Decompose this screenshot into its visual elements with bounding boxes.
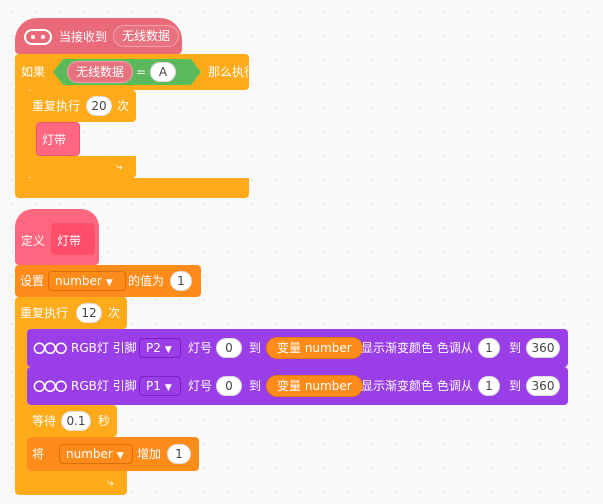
repeat2-arm: [15, 327, 29, 473]
event-block-when-receive[interactable]: 当接收到 无线数据: [15, 18, 182, 54]
if-block[interactable]: 如果 无线数据 = A 那么执行: [15, 54, 256, 90]
to2-label: 到: [509, 341, 522, 355]
call-label: 灯带: [42, 133, 67, 147]
change-value-input[interactable]: 1: [167, 444, 191, 464]
condition-left-value[interactable]: 无线数据: [67, 61, 134, 83]
set-value-input[interactable]: 1: [170, 271, 192, 291]
change-variable-name: number: [66, 447, 113, 461]
repeat-block-20[interactable]: 重复执行 20 次: [28, 90, 136, 122]
if-footer: [15, 178, 249, 198]
repeat-label: 重复执行: [32, 99, 81, 113]
set-label: 设置: [20, 274, 45, 288]
hue-from-input[interactable]: 1: [478, 338, 500, 358]
wait-seconds-input[interactable]: 0.1: [61, 411, 91, 431]
rgb-gradient-block-1[interactable]: ⭘⭘⭘ RGB灯 引脚 P2▼ 灯号 0 到 变量 number 显示渐变颜色 …: [27, 329, 568, 367]
led-strip-icon: ⭘⭘⭘: [33, 377, 67, 396]
repeat-count-input[interactable]: 20: [86, 96, 112, 116]
change-label: 将: [32, 447, 45, 461]
loop-arrow-icon: ⤷: [107, 475, 114, 489]
condition-right-value[interactable]: A: [150, 62, 176, 82]
message-dropdown[interactable]: 无线数据: [113, 25, 180, 47]
hue-from-input[interactable]: 1: [478, 376, 500, 396]
equals-operator: =: [136, 65, 147, 79]
effect-label: 显示渐变颜色 色调从: [361, 379, 473, 393]
set-variable-block[interactable]: 设置 number▼ 的值为 1: [15, 265, 201, 297]
then-label: 那么执行: [208, 65, 257, 79]
wait-label: 等待: [32, 414, 57, 428]
dropdown-arrow-icon: ▼: [105, 278, 113, 288]
led-strip-icon: ⭘⭘⭘: [33, 339, 67, 358]
lamp-input[interactable]: 0: [216, 376, 242, 396]
repeat-suffix: 次: [117, 99, 130, 113]
pin-dropdown[interactable]: P1▼: [139, 376, 181, 396]
repeat2-footer: ⤷: [15, 471, 127, 495]
if-label: 如果: [21, 65, 46, 79]
to-label: 到: [249, 341, 262, 355]
lamp-label: 灯号: [188, 341, 213, 355]
set-variable-dropdown[interactable]: number▼: [48, 271, 126, 291]
set-variable-name: number: [55, 274, 102, 288]
repeat-block-12[interactable]: 重复执行 12 次: [15, 297, 127, 329]
lamp-label: 灯号: [188, 379, 213, 393]
event-label: 当接收到: [59, 30, 108, 44]
if-block-arm: [15, 88, 29, 180]
define-label: 定义: [21, 234, 46, 248]
rgb-gradient-block-2[interactable]: ⭘⭘⭘ RGB灯 引脚 P1▼ 灯号 0 到 变量 number 显示渐变颜色 …: [27, 367, 568, 405]
repeat-footer: ⤷: [28, 156, 136, 178]
change-variable-block[interactable]: 将 number▼ 增加 1: [27, 437, 199, 471]
lamp-input[interactable]: 0: [216, 338, 242, 358]
wait-unit: 秒: [98, 414, 111, 428]
wait-block[interactable]: 等待 0.1 秒: [27, 405, 117, 437]
variable-reporter[interactable]: 变量 number: [266, 337, 363, 359]
define-name-block[interactable]: 灯带: [51, 223, 95, 255]
repeat-arm: [28, 120, 38, 158]
rgb-label: RGB灯 引脚: [71, 341, 137, 355]
call-block-lightstrip[interactable]: 灯带: [36, 122, 80, 156]
define-name: 灯带: [57, 234, 82, 248]
pin-dropdown[interactable]: P2▼: [139, 338, 181, 358]
variable-reporter[interactable]: 变量 number: [266, 375, 363, 397]
set-mid-label: 的值为: [128, 274, 165, 288]
define-block[interactable]: 定义 灯带: [15, 209, 99, 265]
dropdown-arrow-icon: ▼: [164, 383, 172, 393]
dropdown-arrow-icon: ▼: [116, 451, 124, 461]
effect-label: 显示渐变颜色 色调从: [361, 341, 473, 355]
repeat2-suffix: 次: [108, 306, 121, 320]
repeat2-label: 重复执行: [20, 306, 69, 320]
loop-arrow-icon: ⤷: [116, 159, 123, 173]
change-variable-dropdown[interactable]: number▼: [59, 444, 133, 464]
hue-to-input[interactable]: 360: [526, 376, 560, 396]
pin-value: P1: [146, 379, 161, 393]
wireless-icon: [24, 29, 52, 45]
rgb-label: RGB灯 引脚: [71, 379, 137, 393]
to2-label: 到: [509, 379, 522, 393]
change-mid-label: 增加: [137, 447, 162, 461]
pin-value: P2: [146, 341, 161, 355]
to-label: 到: [249, 379, 262, 393]
dropdown-arrow-icon: ▼: [164, 345, 172, 355]
repeat2-count-input[interactable]: 12: [76, 303, 102, 323]
hue-to-input[interactable]: 360: [526, 338, 560, 358]
